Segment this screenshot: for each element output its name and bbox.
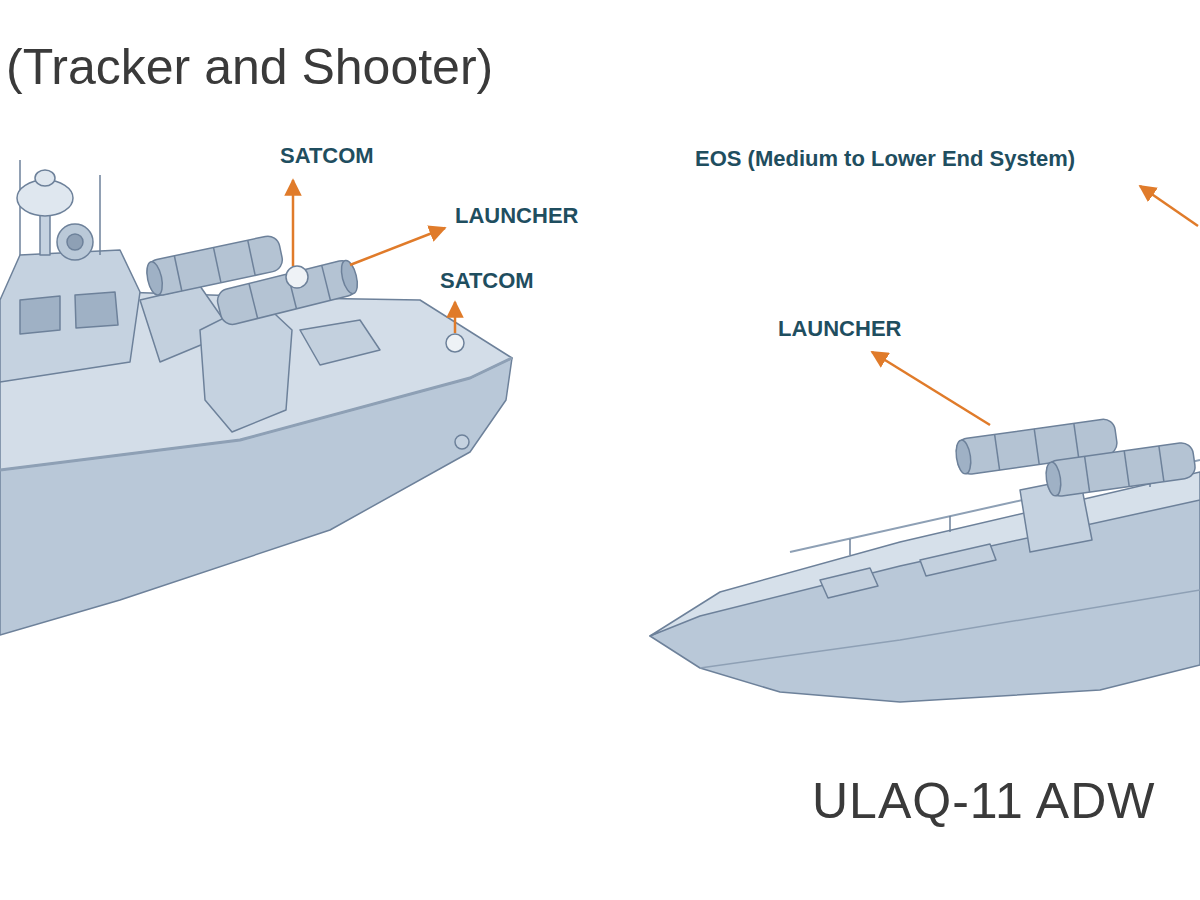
leader-arrow [872, 352, 990, 425]
part-label: LAUNCHER [455, 203, 578, 229]
diagram-title: (Tracker and Shooter) [6, 38, 493, 96]
model-name: ULAQ-11 ADW [812, 772, 1156, 830]
left-boat [0, 160, 512, 635]
leader-arrow [350, 228, 445, 265]
right-boat [650, 418, 1200, 702]
leader-arrows [293, 180, 1198, 425]
leader-arrow [1140, 186, 1198, 226]
leader-arrow [454, 302, 457, 333]
leader-arrow [292, 180, 295, 266]
part-label: SATCOM [280, 143, 374, 169]
part-label: LAUNCHER [778, 316, 901, 342]
part-label: SATCOM [440, 268, 534, 294]
part-label: EOS (Medium to Lower End System) [695, 146, 1075, 172]
